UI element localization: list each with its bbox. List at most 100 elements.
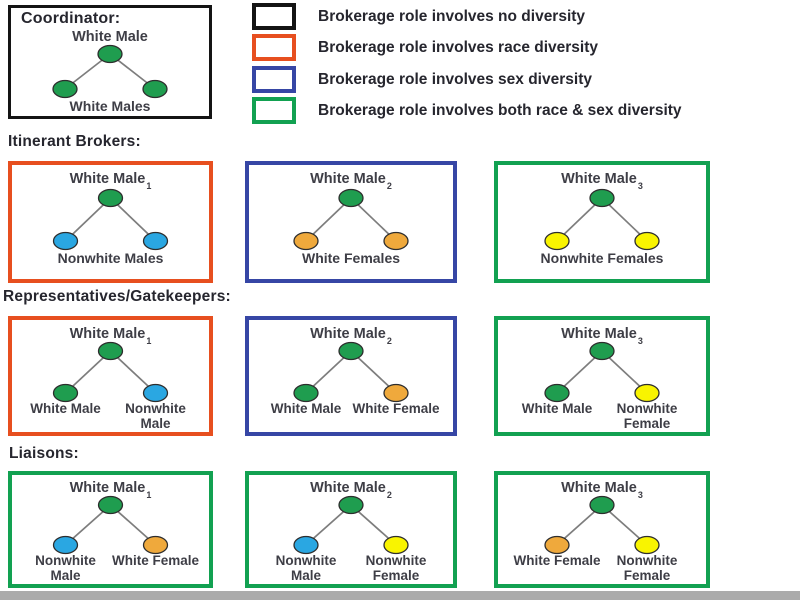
tree-node-label: White Female xyxy=(352,401,440,416)
alter-node-left xyxy=(544,231,570,251)
tree-top-label-subscript: 2 xyxy=(386,180,392,191)
tree-shared-label: White Females xyxy=(301,250,401,266)
legend-item: Brokerage role involves no diversity xyxy=(252,3,792,30)
alter-node-left xyxy=(544,535,570,555)
section-heading: Itinerant Brokers: xyxy=(8,133,141,150)
legend-label: Brokerage role involves race diversity xyxy=(318,39,599,57)
alter-node-right xyxy=(383,231,409,251)
tree-node-label: Nonwhite Female xyxy=(365,553,427,583)
tree-shared-label: Nonwhite Males xyxy=(57,250,164,266)
broker-node xyxy=(338,495,364,515)
alter-node-right xyxy=(383,535,409,555)
broker-node xyxy=(338,188,364,208)
tree-top-label: White Male xyxy=(72,29,148,45)
tree-top-label: White Male1 xyxy=(69,480,152,500)
alter-node-left xyxy=(52,383,79,403)
alter-node-left xyxy=(52,535,79,555)
tree-node-label: White Female xyxy=(111,553,200,568)
alter-node-left xyxy=(293,535,319,555)
tree-top-label-subscript: 1 xyxy=(146,180,152,191)
section-heading: Liaisons: xyxy=(9,445,79,462)
alter-node-left xyxy=(52,79,78,99)
tree-graph xyxy=(52,495,169,555)
broker-node xyxy=(97,495,124,515)
tree-node-label: Nonwhite Male xyxy=(275,553,337,583)
tree-top-label: White Male3 xyxy=(561,171,643,191)
alter-node-left xyxy=(293,383,319,403)
tree-top-label-subscript: 2 xyxy=(386,335,392,346)
broker-node xyxy=(97,341,124,361)
broker-node xyxy=(589,341,615,361)
alter-node-right xyxy=(634,231,660,251)
tree-graph xyxy=(52,341,169,403)
tree-node-label: White Female xyxy=(513,553,601,568)
alter-node-left xyxy=(544,383,570,403)
alter-node-right xyxy=(142,79,168,99)
legend-swatch-orange xyxy=(252,34,296,62)
tree-shared-label: White Males xyxy=(69,98,151,114)
legend-label: Brokerage role involves no diversity xyxy=(318,8,586,25)
broker-node xyxy=(97,188,124,208)
broker-node xyxy=(97,44,123,64)
tree-node-label: Nonwhite Male xyxy=(35,553,96,583)
alter-node-right xyxy=(142,535,169,555)
tree-top-label-subscript: 1 xyxy=(146,489,152,500)
legend-swatch-green xyxy=(252,97,296,125)
legend-swatch-blue xyxy=(252,65,296,93)
legend-item: Brokerage role involves race diversity xyxy=(252,34,792,62)
legend-label: Brokerage role involves both race & sex … xyxy=(318,102,682,120)
legend-swatch-black xyxy=(252,3,296,30)
tree-node-label: White Male xyxy=(521,401,593,416)
tree-top-label: White Male2 xyxy=(310,171,392,191)
tree-node-label: Nonwhite Female xyxy=(616,553,678,583)
tree-top-label: White Male1 xyxy=(69,326,152,346)
tree-top-label-subscript: 3 xyxy=(637,180,643,191)
broker-node xyxy=(338,341,364,361)
tree-graph xyxy=(293,495,409,555)
alter-node-right xyxy=(383,383,409,403)
broker-node xyxy=(589,188,615,208)
tree-top-label-subscript: 2 xyxy=(386,489,392,500)
tree-node-label: Nonwhite Male xyxy=(125,401,186,431)
alter-node-right xyxy=(634,535,660,555)
tree-graph xyxy=(52,188,169,251)
tree-graph xyxy=(544,495,660,555)
alter-node-left xyxy=(293,231,319,251)
tree-top-label: White Male1 xyxy=(69,171,152,191)
alter-node-right xyxy=(634,383,660,403)
tree-node-label: Nonwhite Female xyxy=(616,401,678,431)
legend-label: Brokerage role involves sex diversity xyxy=(318,70,592,88)
bottom-bar xyxy=(0,591,800,600)
tree-node-label: White Male xyxy=(30,401,101,416)
tree-graph xyxy=(293,188,409,251)
legend-item: Brokerage role involves both race & sex … xyxy=(252,97,792,125)
tree-shared-label: Nonwhite Females xyxy=(540,250,664,266)
legend-item: Brokerage role involves sex diversity xyxy=(252,65,792,93)
tree-top-label: White Male2 xyxy=(310,480,392,500)
tree-graph xyxy=(544,341,660,403)
alter-node-right xyxy=(142,383,169,403)
tree-top-label-subscript: 1 xyxy=(146,335,152,346)
alter-node-right xyxy=(142,231,169,251)
tree-node-label: White Male xyxy=(270,401,342,416)
alter-node-left xyxy=(52,231,79,251)
tree-graph xyxy=(293,341,409,403)
tree-graph xyxy=(544,188,660,251)
tree-top-label: White Male2 xyxy=(310,326,392,346)
tree-top-label: White Male3 xyxy=(561,480,643,500)
tree-top-label-subscript: 3 xyxy=(637,335,643,346)
tree-graph xyxy=(52,44,168,99)
coordinator-heading: Coordinator: xyxy=(21,10,121,27)
tree-top-label-subscript: 3 xyxy=(637,489,643,500)
tree-top-label: White Male3 xyxy=(561,326,643,346)
